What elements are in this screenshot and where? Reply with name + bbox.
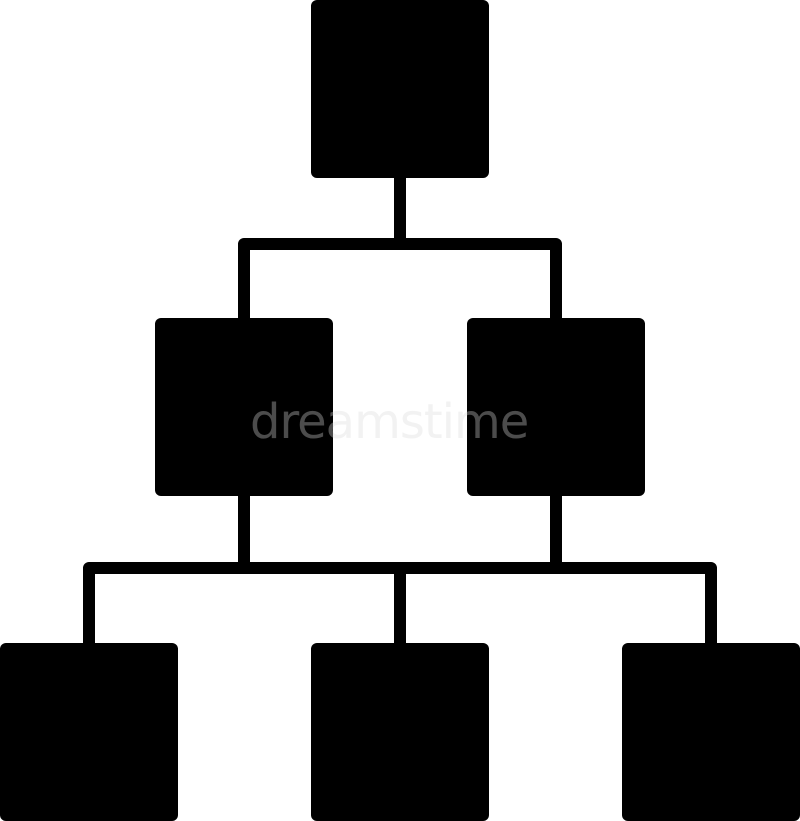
node-bottom-center (311, 643, 489, 821)
watermark: dreamstime (250, 394, 529, 450)
connector-level1-bracket (238, 238, 562, 320)
node-middle-right (467, 318, 645, 496)
node-bottom-left (0, 643, 178, 821)
watermark-text: dreamstime (250, 394, 528, 450)
node-middle-left (155, 318, 333, 496)
connectors (83, 176, 717, 644)
node-top (311, 0, 489, 178)
node-bottom-right (622, 643, 800, 821)
